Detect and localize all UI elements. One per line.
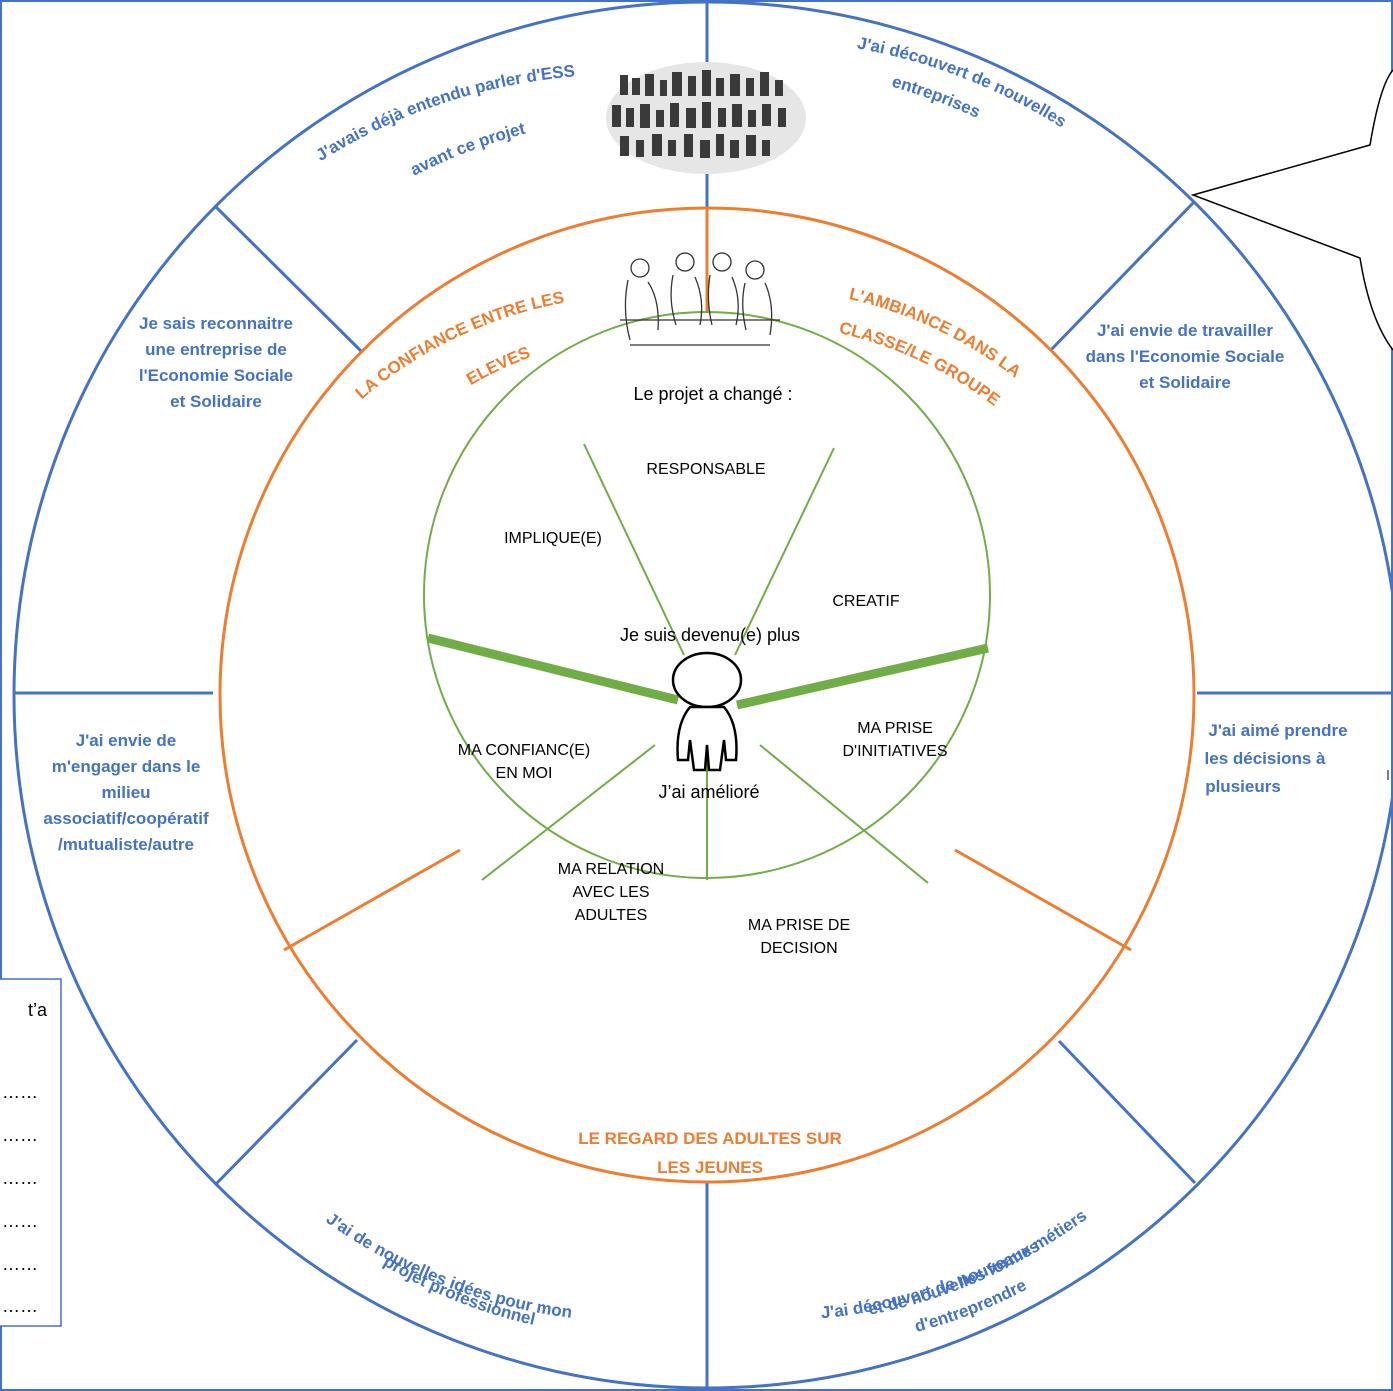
label-recognize-ess-line: une entreprise de [145,340,287,359]
label-creatif: CREATIF [832,593,899,610]
label-work-in-ess: J'ai envie de travailler dans l'Economie… [1086,321,1285,392]
label-engage-line: m'engager dans le [52,757,201,776]
label-heard-of-ess-2: avant ce projet [407,119,527,180]
label-self-confidence: MA CONFIANC(E) [458,742,590,759]
caption-project-changed: Le projet a changé : [633,384,792,404]
label-recognize-ess-line: Je sais reconnaitre [139,314,293,333]
label-decision-2: DECISION [760,940,837,957]
label-work-in-ess-line: et Solidaire [1139,373,1231,392]
label-engage: J'ai envie de m'engager dans le milieu a… [43,731,209,854]
person-figure-icon [671,651,743,772]
label-implique: IMPLIQUE(E) [504,530,602,547]
speech-bubble [1190,69,1393,351]
label-work-in-ess-line: J'ai envie de travailler [1097,321,1273,340]
side-box-text: t’a [28,1000,48,1020]
label-initiatives: MA PRISE [857,720,933,737]
outer-ring-dividers [13,2,1393,1389]
inner-thick-dividers [426,633,989,710]
label-recognize-ess: Je sais reconnaitre une entreprise de l'… [139,314,293,411]
dotted-line: …… [2,1082,38,1102]
label-initiatives-2: D'INITIATIVES [843,743,948,760]
label-relation-adults-2: AVEC LES [572,884,649,901]
label-relation-adults: MA RELATION [558,861,664,878]
label-decisions-line: plusieurs [1205,777,1281,796]
caption-improved: J’ai amélioré [658,782,759,802]
caption-became-more: Je suis devenu(e) plus [620,625,800,645]
dotted-line: …… [2,1168,38,1188]
label-relation-adults-3: ADULTES [575,907,648,924]
side-notes-box [0,978,62,1327]
label-work-in-ess-line: dans l'Economie Sociale [1086,347,1285,366]
label-new-ideas: J'ai de nouvelles idées pour mon [323,1209,573,1322]
group-discussion-icon [620,252,780,346]
label-decisions-line: J'ai aimé prendre [1208,721,1347,740]
label-discovered-companies: J'ai découvert de nouvelles [856,34,1070,132]
dotted-line: …… [2,1211,38,1231]
label-adults-view-2: LES JEUNES [657,1158,763,1177]
label-adults-view: LE REGARD DES ADULTES SUR [578,1129,842,1148]
label-decisions-line: les décisions à [1205,749,1326,768]
label-engage-line: milieu [101,783,150,802]
label-engage-line: J'ai envie de [76,731,176,750]
community-icons [606,62,806,174]
dotted-line: …… [2,1296,38,1316]
inner-dividers [481,443,929,884]
label-responsable: RESPONSABLE [646,461,765,478]
label-engage-line: associatif/coopératif [43,809,209,828]
label-recognize-ess-line: et Solidaire [170,392,262,411]
side-box-dotted-lines: …… …… …… …… …… …… [2,1082,38,1316]
label-recognize-ess-line: l'Economie Sociale [139,366,293,385]
label-decisions: J'ai aimé prendre les décisions à plusie… [1205,721,1348,796]
dotted-line: …… [2,1125,38,1145]
dotted-line: …… [2,1254,38,1274]
label-decision: MA PRISE DE [748,917,850,934]
label-self-confidence-2: EN MOI [496,765,553,782]
label-engage-line: /mutualiste/autre [58,835,194,854]
